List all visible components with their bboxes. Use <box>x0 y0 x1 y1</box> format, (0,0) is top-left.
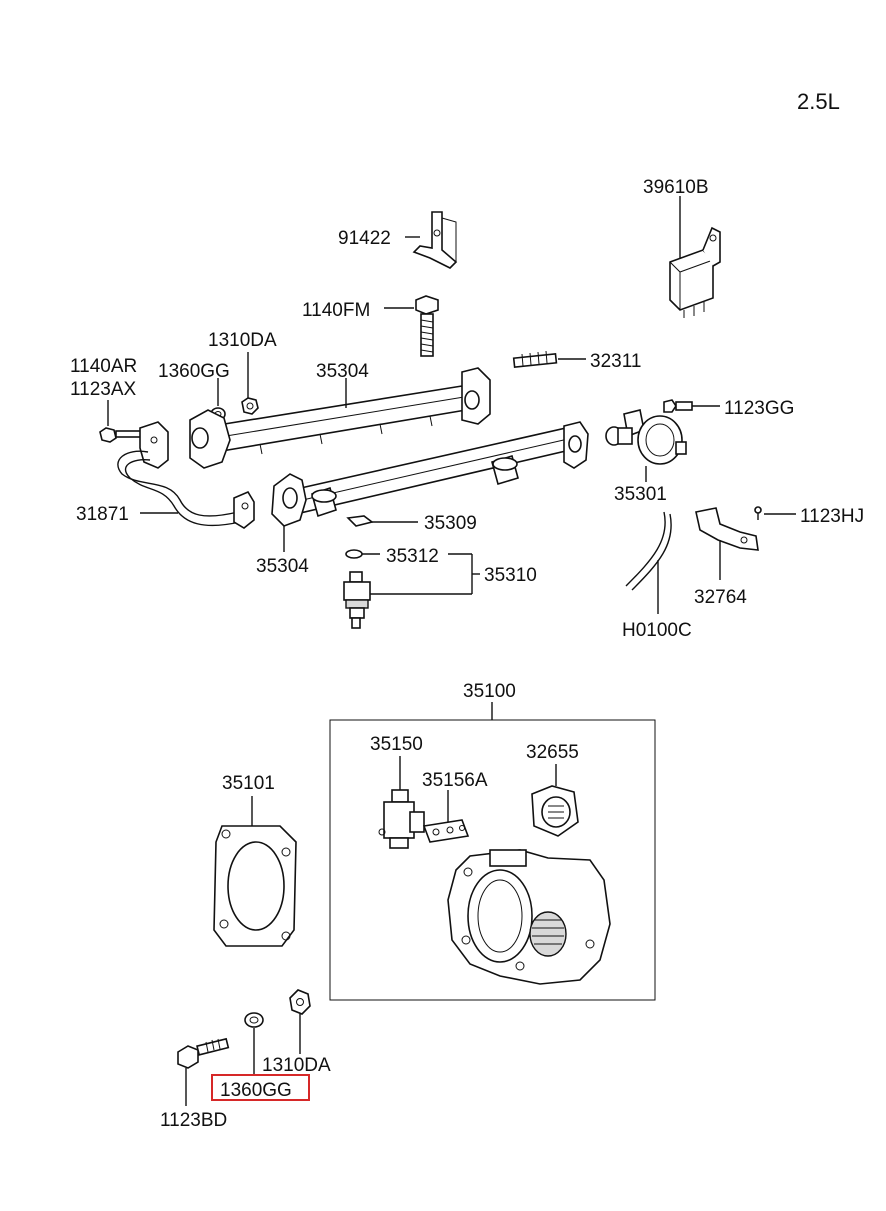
engine-label: 2.5L <box>797 89 840 114</box>
label-35309: 35309 <box>424 513 477 534</box>
bracket-91422 <box>405 211 458 269</box>
label-35304-bottom: 35304 <box>256 556 309 577</box>
label-31871: 31871 <box>76 504 129 525</box>
injector-35310 <box>343 553 480 629</box>
label-1123GG: 1123GG <box>724 398 794 419</box>
gasket-35156A <box>422 790 470 843</box>
hose-H0100C <box>625 511 672 614</box>
bracket-32764 <box>695 507 759 580</box>
label-91422: 91422 <box>338 228 391 249</box>
label-35301: 35301 <box>614 484 667 505</box>
label-1360GG-top: 1360GG <box>158 361 230 382</box>
label-32655: 32655 <box>526 742 579 763</box>
label-35310: 35310 <box>484 565 537 586</box>
bolt-1123GG <box>663 399 720 413</box>
label-35101: 35101 <box>222 773 275 794</box>
label-1123BD: 1123BD <box>160 1110 227 1131</box>
label-35156A: 35156A <box>422 770 488 791</box>
pressure-regulator-35301 <box>605 409 687 482</box>
label-H0100C: H0100C <box>622 620 692 641</box>
highlight-box <box>211 1074 310 1101</box>
label-32311: 32311 <box>590 351 641 372</box>
label-35100: 35100 <box>463 681 516 702</box>
label-35150: 35150 <box>370 734 423 755</box>
bolt-1140FM <box>384 295 439 357</box>
fuel-pipe-31871 <box>117 421 255 529</box>
washer-1360GG-bottom <box>244 1012 264 1076</box>
nut-1310DA-top <box>241 352 259 415</box>
label-1140FM: 1140FM <box>302 300 370 321</box>
gasket-35101 <box>213 796 297 947</box>
label-35312: 35312 <box>386 546 439 567</box>
bolt-1140AR <box>99 400 143 443</box>
stud-32311 <box>512 350 586 369</box>
label-1310DA-top: 1310DA <box>208 330 277 351</box>
throttle-body-box <box>329 702 656 1001</box>
isc-valve-35150 <box>378 756 425 849</box>
label-1123HJ: 1123HJ <box>800 506 864 527</box>
screw-1123HJ <box>754 506 796 520</box>
fuel-rail-lower <box>271 421 589 552</box>
label-32764: 32764 <box>694 587 747 608</box>
label-1123AX: 1123AX <box>70 379 137 400</box>
label-1360GG-bottom: 1360GG <box>220 1080 292 1101</box>
nut-1310DA-bottom <box>289 989 311 1054</box>
fuel-rail-upper <box>189 367 491 469</box>
relay-part <box>669 196 721 318</box>
label-1140AR: 1140AR <box>70 356 137 377</box>
throttle-body-casting <box>447 849 611 985</box>
label-1310DA-bottom: 1310DA <box>262 1055 331 1076</box>
clip-35309 <box>346 515 418 527</box>
bolt-1123BD <box>177 1037 230 1106</box>
oring-35312 <box>345 549 380 559</box>
label-39610B: 39610B <box>643 177 709 198</box>
tps-sensor-32655 <box>531 764 579 837</box>
label-35304-top: 35304 <box>316 361 369 382</box>
